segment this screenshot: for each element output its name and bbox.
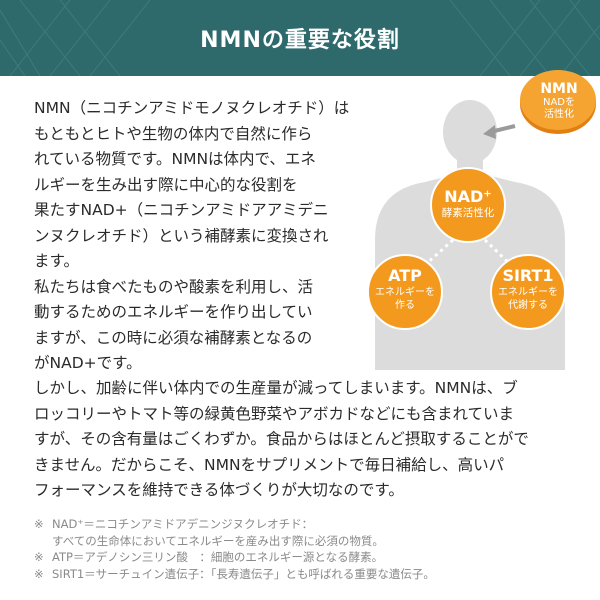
note-atp: ※ ATP＝アデノシン三リン酸 ：細胞のエネルギー源となる酵素。 [34,549,574,566]
note-atp-text: ATP＝アデノシン三リン酸 ：細胞のエネルギー源となる酵素。 [52,550,384,564]
note-mark: ※ [34,566,44,581]
atp-circle [367,254,443,330]
nmn-line1: NADを [542,97,576,108]
atp-line2: 作る [395,300,415,311]
arrow-head [483,125,496,139]
atp-label: ATP エネルギーを 作る [368,266,442,312]
note-nad: ※ NAD⁺＝ニコチンアミドアデニンジヌクレオチド： [34,516,574,533]
note-sirt1-text: SIRT1＝サーチュイン遺伝子：「長寿遺伝子」とも呼ばれる重要な遺伝子。 [52,566,435,581]
sirt1-circle [490,254,566,330]
note-nad-line1: NAD⁺＝ニコチンアミドアデニンジヌクレオチド： [52,517,314,531]
intro-line: がNAD+です。 [34,354,142,372]
header-decoration-right [450,0,600,76]
sirt1-title: SIRT1 [502,266,554,285]
nad-label: NAD⁺ 酵素活性化 [431,187,505,220]
sirt1-label: SIRT1 エネルギーを 代謝する [491,266,565,312]
atp-line1: エネルギーを [375,287,435,298]
body-line: ロッコリーやトマト等の緑黄色野菜やアボカドなどにも含まれていま [34,404,515,423]
intro-paragraph: NMN（ニコチンアミドモノヌクレオチド）は もともとヒトや生物の体内で自然に作ら… [34,96,352,377]
page-header: NMNの重要な役割 [0,0,600,76]
intro-line: れている物質です。NMNは体内で、エネ [34,150,316,168]
body-line: フォーマンスを維持できる体づくりが大切なのです。 [34,481,404,499]
nmn-label: NMN NADを 活性化 [524,81,594,121]
intro-line: 果たすNAD+（ニコチンアミドアアミデニ [34,201,329,219]
intro-line: ルギーを生み出す際に中心的な役割を [34,175,298,194]
note-mark: ※ [34,517,44,531]
nmn-coin [520,70,596,134]
sirt1-line2: 代謝する [508,300,548,311]
page-title: NMNの重要な役割 [200,28,400,53]
intro-line: ンヌクレオチド）という補酵素に変換され [34,226,329,245]
intro-line: NMN（ニコチンアミドモノヌクレオチド）は [34,99,350,117]
intro-line: ますが、この時に必須な補酵素となるの [34,328,313,347]
note-mark: ※ [34,550,44,564]
body-paragraph: しかし、加齢に伴い体内での生産量が減ってしまいます。NMNは、ブ ロッコリーやト… [34,376,574,504]
footnotes: ※ NAD⁺＝ニコチンアミドアデニンジヌクレオチド： すべての生命体においてエネ… [34,516,574,582]
nmn-line2: 活性化 [544,109,574,120]
nad-circle [430,167,506,243]
note-nad-line2: すべての生命体においてエネルギーを産み出す際に必須の物質。 [52,533,384,548]
nad-title: NAD⁺ [444,187,492,206]
header-decoration-left [0,0,150,76]
intro-line: 私たちは食べたものや酸素を利用し、活 [34,277,314,296]
body-line: きません。だからこそ、NMNをサプリメントで毎日補給し、高いパ [34,455,505,474]
nad-sub: 酵素活性化 [441,207,495,219]
intro-line: 動するためのエネルギーを作り出してい [34,303,313,321]
note-sirt1: ※ SIRT1＝サーチュイン遺伝子：「長寿遺伝子」とも呼ばれる重要な遺伝子。 [34,566,574,583]
sirt1-line1: エネルギーを [498,287,558,298]
diagram-graphic [367,70,596,370]
body-line: しかし、加齢に伴い体内での生産量が減ってしまいます。NMNは、ブ [34,379,518,397]
intro-line: ます。 [34,252,79,270]
note-nad-detail: すべての生命体においてエネルギーを産み出す際に必須の物質。 [34,533,574,550]
nmn-title: NMN [540,81,578,97]
atp-title: ATP [388,266,422,285]
body-line: すが、その含有量はごくわずか。食品からはほとんど摂取することがで [34,430,529,448]
body-diagram: NMN NADを 活性化 NAD⁺ 酵素活性化 ATP エネルギーを 作る SI… [365,70,600,370]
intro-line: もともとヒトや生物の体内で自然に作ら [34,124,313,143]
